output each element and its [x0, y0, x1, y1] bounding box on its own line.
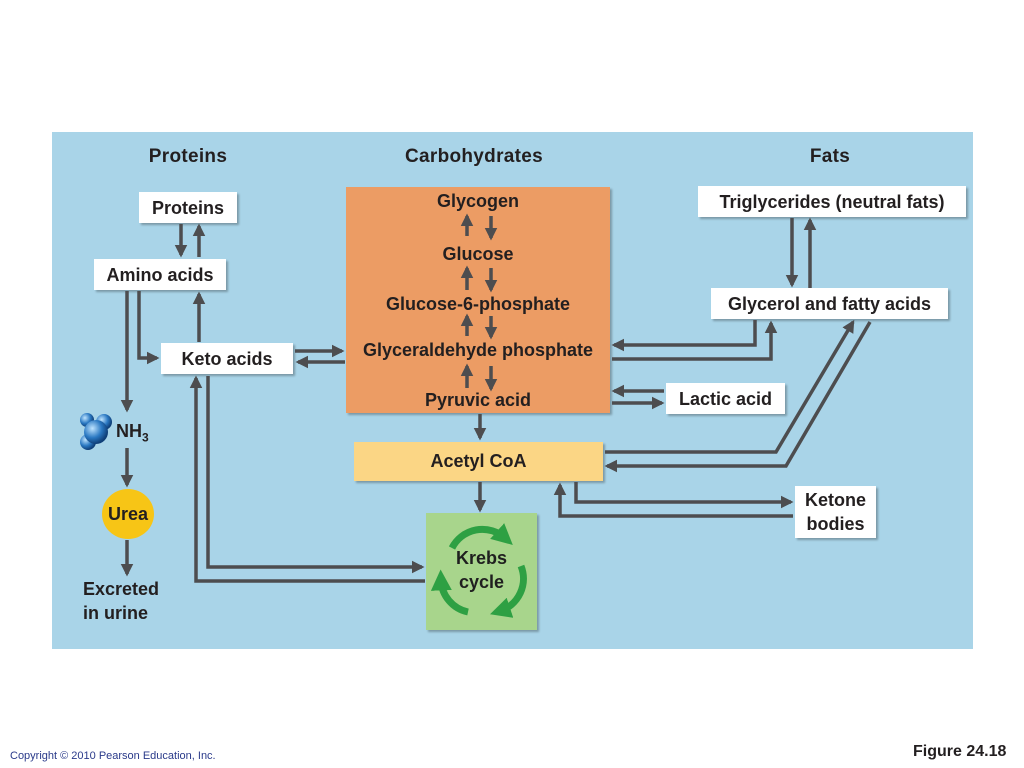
arrow-keto-to-krebs [206, 376, 425, 574]
figure-label: Figure 24.18 [913, 743, 1007, 760]
carbohydrate-pathway-block [346, 187, 610, 413]
arrow-amino-to-keto [137, 291, 160, 365]
glycerol-fatty-acids-box: Glycerol and fatty acids [711, 288, 948, 319]
triglycerides-box: Triglycerides (neutral fats) [698, 186, 966, 217]
glycogen-label: Glycogen [436, 191, 520, 211]
urea-circle: Urea [102, 489, 154, 539]
acetyl-coa-box: Acetyl CoA [354, 442, 603, 481]
ammonia-molecule-icon [80, 413, 112, 450]
ketone-bodies-box: Ketone bodies [795, 486, 876, 538]
keto-acids-box: Keto acids [161, 343, 293, 374]
arrow-gap-to-glycerol [612, 320, 778, 361]
glucose-label: Glucose [442, 244, 514, 264]
arrow-glycerol-to-gap [611, 320, 757, 352]
amino-acids-box: Amino acids [94, 259, 226, 290]
krebs-line1: Krebs [455, 548, 508, 568]
header-carbohydrates: Carbohydrates [405, 146, 543, 167]
excreted-line1: Excreted [83, 579, 160, 599]
copyright-notice: Copyright © 2010 Pearson Education, Inc. [10, 750, 216, 762]
krebs-cycle-icon [430, 523, 527, 618]
arrow-acetyl-coa-to-ketone [574, 482, 794, 509]
krebs-cycle-label: Krebs cycle [426, 546, 537, 594]
krebs-line2: cycle [458, 572, 505, 592]
arrow-fatty-acids-to-acetyl-coa [604, 321, 872, 473]
glucose-6-phosphate-label: Glucose-6-phosphate [385, 294, 571, 314]
excreted-line2: in urine [83, 603, 149, 623]
glyceraldehyde-phosphate-label: Glyceraldehyde phosphate [362, 340, 594, 360]
proteins-box: Proteins [139, 192, 237, 223]
nh3-main: NH [116, 421, 142, 441]
arrow-acetyl-coa-to-fatty-acids [605, 319, 855, 454]
pyruvic-acid-label: Pyruvic acid [424, 390, 532, 410]
nh3-subscript: 3 [142, 430, 149, 445]
arrow-ketone-to-acetyl-coa [553, 482, 793, 518]
header-proteins: Proteins [148, 146, 228, 167]
ketone-bodies-line2: bodies [806, 514, 865, 534]
header-fats: Fats [809, 146, 851, 167]
lactic-acid-box: Lactic acid [666, 383, 785, 414]
arrow-krebs-to-keto [189, 375, 425, 583]
ketone-bodies-line1: Ketone [804, 490, 866, 510]
excreted-in-urine-label: Excreted in urine [83, 577, 159, 625]
nh3-label: NH3 [116, 421, 149, 445]
